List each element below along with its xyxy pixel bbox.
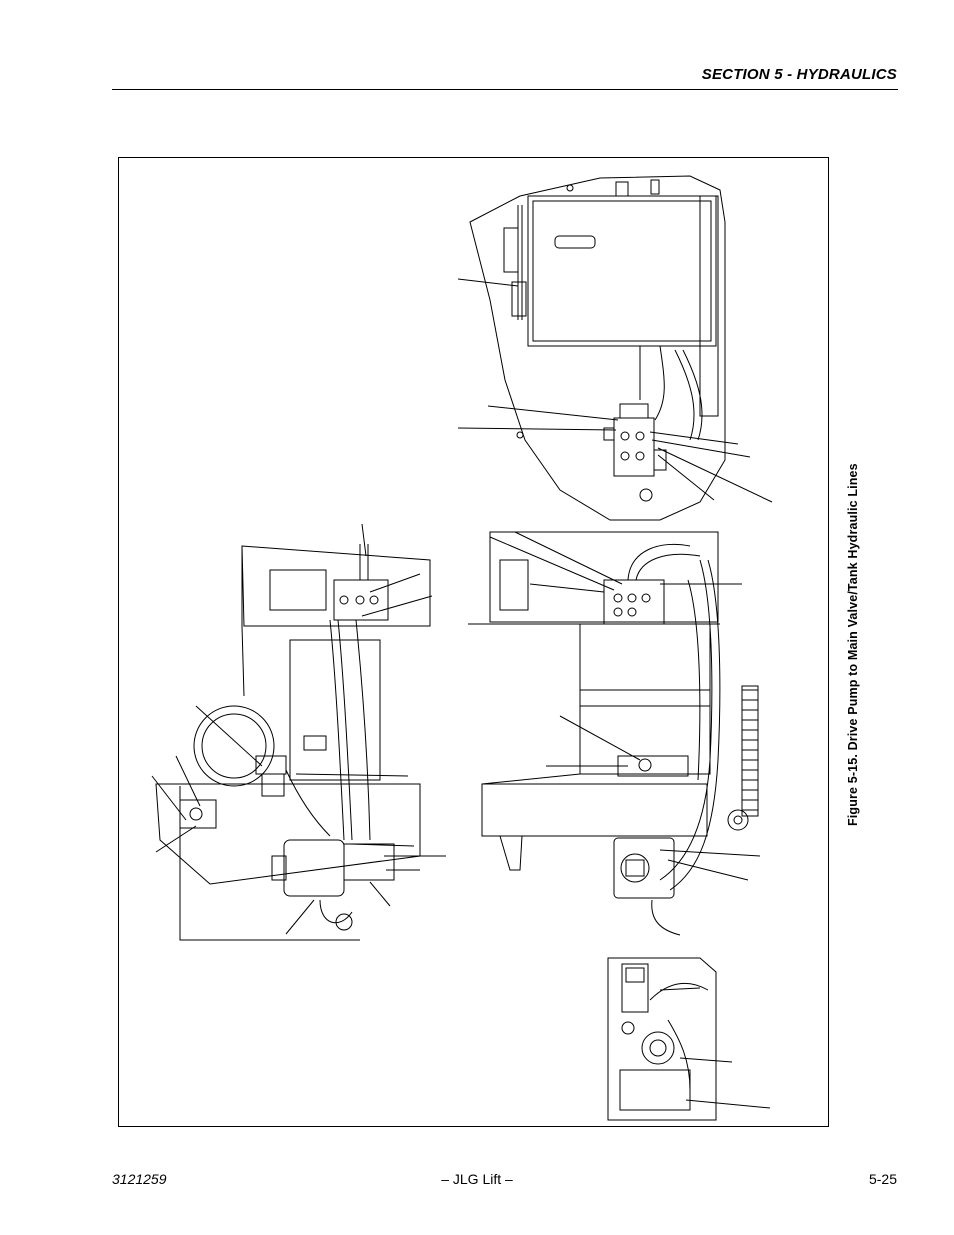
left-side-view [151, 523, 446, 941]
detail-view [607, 957, 771, 1121]
footer-brand: – JLG Lift – [441, 1171, 513, 1187]
section-title: SECTION 5 - HYDRAULICS [701, 66, 897, 83]
figure-frame [118, 157, 829, 1127]
doc-number: 3121259 [112, 1171, 167, 1187]
tank-view [457, 175, 773, 521]
header-divider [112, 89, 898, 90]
page-number: 5-25 [868, 1171, 897, 1187]
right-side-view [468, 531, 761, 936]
figure-caption: Figure 5-15. Drive Pump to Main Valve/Ta… [846, 463, 860, 826]
